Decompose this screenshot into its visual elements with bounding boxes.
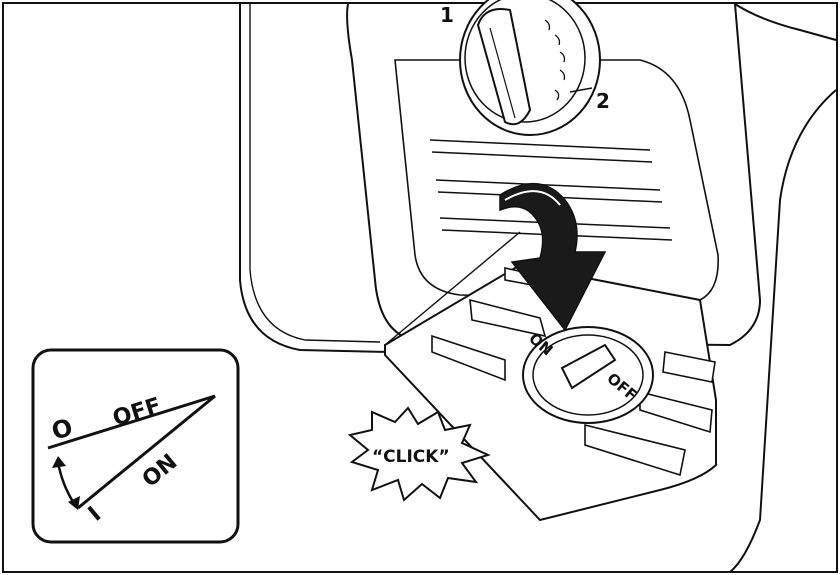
switch-legend-inset: O OFF I ON xyxy=(31,348,240,544)
legend-off-line xyxy=(47,394,216,450)
legend-on-line xyxy=(77,394,216,510)
dial-mark-2: 2 xyxy=(596,89,610,113)
dial-knob[interactable] xyxy=(476,8,532,126)
switch-rocker[interactable] xyxy=(560,343,617,390)
dial-tick-marks xyxy=(544,19,566,101)
recess-panel-outer xyxy=(346,3,762,347)
recess-panel-inner xyxy=(394,59,719,301)
switch-housing-inner xyxy=(532,334,644,416)
dial-mark-1: 1 xyxy=(440,3,454,27)
machine-right-edge xyxy=(734,3,837,41)
grip-ridges xyxy=(431,267,716,477)
press-arrow xyxy=(499,182,607,332)
machine-body-inner xyxy=(249,4,381,343)
click-burst: “CLICK” xyxy=(347,406,491,502)
selector-dial[interactable]: 1 2 xyxy=(440,0,610,136)
power-switch[interactable]: ON OFF xyxy=(522,326,654,424)
click-burst-shape xyxy=(347,406,491,502)
dial-inner-ring xyxy=(464,0,586,123)
machine-right-side xyxy=(729,89,837,573)
machine-body xyxy=(239,4,391,353)
click-text: “CLICK” xyxy=(372,447,450,467)
legend-box xyxy=(31,348,240,544)
